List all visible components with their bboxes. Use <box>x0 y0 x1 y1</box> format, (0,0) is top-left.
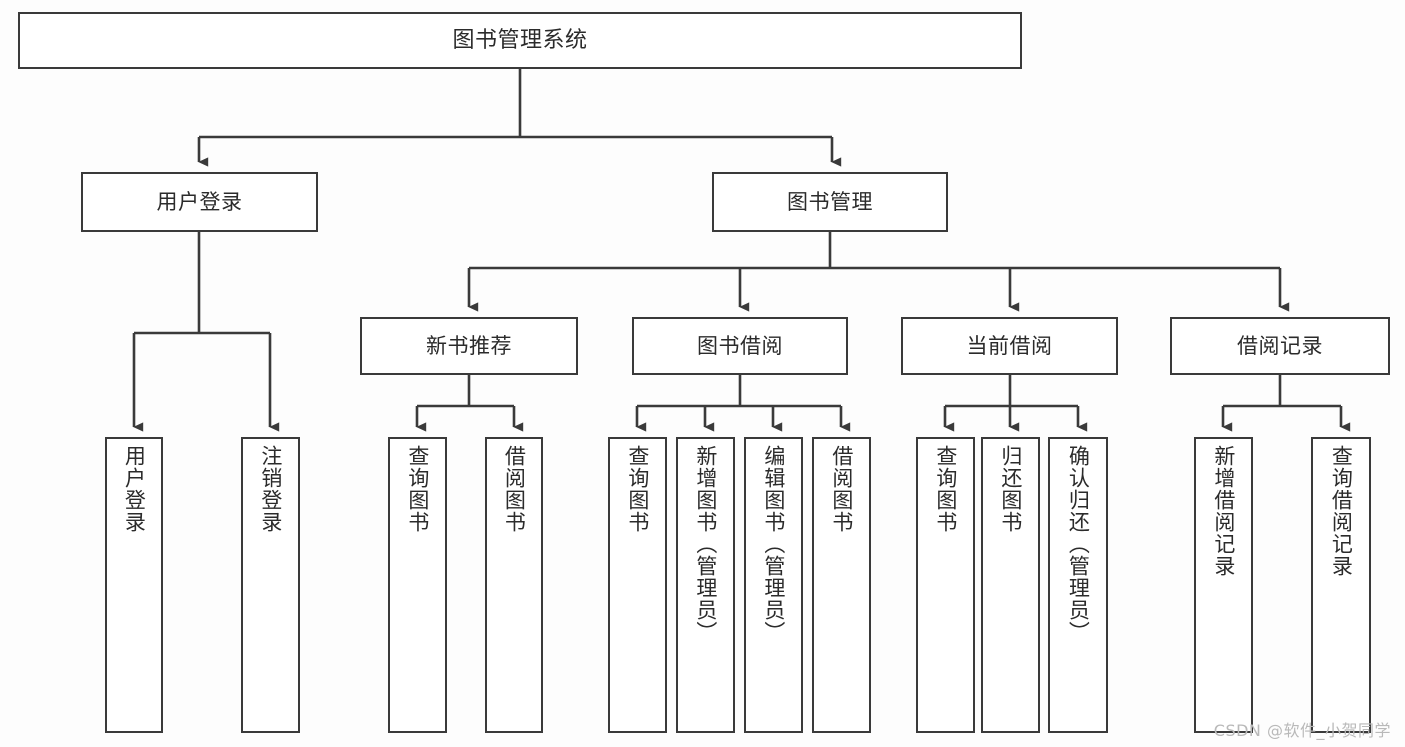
node-label: 编辑图书（管理员） <box>761 445 786 643</box>
leaf-record-query-record[interactable]: 查询借阅记录 <box>1311 437 1371 733</box>
node-label: 当前借阅 <box>966 333 1053 358</box>
node-label: 借阅图书 <box>502 445 527 533</box>
node-root-system[interactable]: 图书管理系统 <box>18 12 1022 69</box>
node-book-management[interactable]: 图书管理 <box>712 172 948 232</box>
node-label: 查询图书 <box>933 445 958 533</box>
leaf-current-return-book[interactable]: 归还图书 <box>981 437 1040 733</box>
leaf-borrow-add-book-admin[interactable]: 新增图书（管理员） <box>676 437 735 733</box>
node-current-borrow[interactable]: 当前借阅 <box>901 317 1118 375</box>
node-label: 查询图书 <box>405 445 430 533</box>
node-label: 归还图书 <box>998 445 1023 533</box>
node-user-login[interactable]: 用户登录 <box>81 172 318 232</box>
leaf-user-login[interactable]: 用户登录 <box>105 437 163 733</box>
node-borrow-record[interactable]: 借阅记录 <box>1170 317 1390 375</box>
node-label: 新增图书（管理员） <box>693 445 718 643</box>
leaf-user-logout[interactable]: 注销登录 <box>241 437 300 733</box>
node-label: 借阅记录 <box>1237 333 1323 358</box>
node-label: 新书推荐 <box>426 333 512 358</box>
node-label: 图书借阅 <box>697 333 783 358</box>
leaf-borrow-query-book[interactable]: 查询图书 <box>608 437 667 733</box>
node-new-book-recommend[interactable]: 新书推荐 <box>360 317 578 375</box>
leaf-current-confirm-return-admin[interactable]: 确认归还（管理员） <box>1048 437 1108 733</box>
leaf-newbook-query-book[interactable]: 查询图书 <box>388 437 447 733</box>
node-label: 查询借阅记录 <box>1329 445 1354 577</box>
node-label: 用户登录 <box>122 445 147 533</box>
csdn-watermark: CSDN @软件_小贺同学 <box>1213 721 1391 740</box>
leaf-record-add-record[interactable]: 新增借阅记录 <box>1194 437 1253 733</box>
node-book-borrow[interactable]: 图书借阅 <box>632 317 848 375</box>
leaf-borrow-edit-book-admin[interactable]: 编辑图书（管理员） <box>744 437 803 733</box>
leaf-newbook-borrow-book[interactable]: 借阅图书 <box>485 437 543 733</box>
node-label: 新增借阅记录 <box>1211 445 1236 577</box>
node-label: 借阅图书 <box>829 445 854 533</box>
node-label: 查询图书 <box>625 445 650 533</box>
node-label: 注销登录 <box>258 445 283 533</box>
node-label: 图书管理 <box>787 189 873 214</box>
leaf-borrow-borrow-book[interactable]: 借阅图书 <box>812 437 871 733</box>
node-label: 用户登录 <box>156 189 243 214</box>
node-label: 确认归还（管理员） <box>1066 445 1091 643</box>
node-label: 图书管理系统 <box>452 27 588 53</box>
leaf-current-query-book[interactable]: 查询图书 <box>916 437 975 733</box>
